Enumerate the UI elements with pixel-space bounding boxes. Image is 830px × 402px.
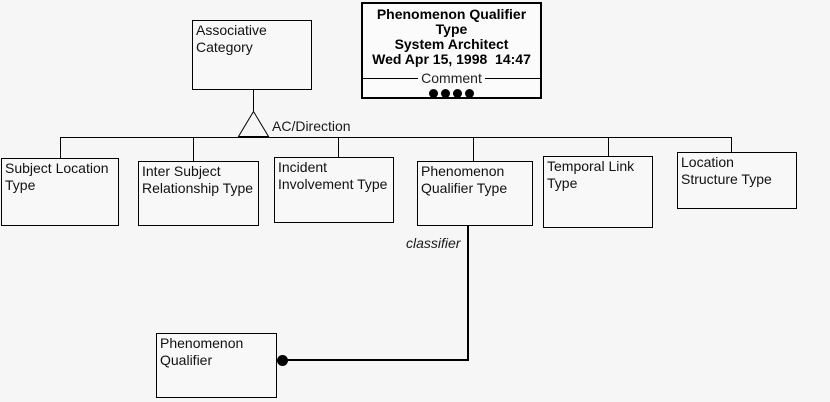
cardinality-dot-icon xyxy=(277,355,288,366)
entity-label: Subject Location Type xyxy=(5,160,109,193)
bullet-dot-icon xyxy=(453,89,462,98)
connector-stub-line xyxy=(60,137,61,158)
entity-box-phenomenon-qualifier-type[interactable]: Phenomenon Qualifier Type xyxy=(417,161,533,226)
bullet-dot-icon xyxy=(441,89,450,98)
entity-label: Phenomenon Qualifier Type xyxy=(421,163,508,196)
diagram-app-name: System Architect xyxy=(394,36,509,52)
associative-category-box[interactable]: Associative Category xyxy=(192,20,312,90)
bullet-dot-icon xyxy=(465,89,474,98)
bullet-dot-icon xyxy=(429,89,438,98)
classifier-connector-line xyxy=(283,359,468,361)
hierarchy-rail-line xyxy=(60,137,732,138)
connector-label-ac-direction: AC/Direction xyxy=(272,118,351,134)
diagram-title: Phenomenon Qualifier Type xyxy=(376,6,527,37)
entity-label: Inter Subject Relationship Type xyxy=(142,163,254,196)
connector-stub-line xyxy=(338,137,339,157)
connector-stub-line xyxy=(193,137,194,161)
comment-dots-icon xyxy=(363,89,540,98)
classifier-connector-line xyxy=(467,226,469,361)
entity-label: Phenomenon Qualifier xyxy=(160,335,244,368)
entity-label: Temporal Link Type xyxy=(547,158,635,191)
category-connector-line xyxy=(253,90,254,111)
associative-category-label: Associative Category xyxy=(196,22,267,55)
classifier-relationship-label: classifier xyxy=(406,235,461,251)
entity-box-location-structure-type[interactable]: Location Structure Type xyxy=(677,152,797,209)
entity-label: Incident Involvement Type xyxy=(278,159,388,192)
category-triangle-icon[interactable] xyxy=(237,110,270,138)
entity-box-incident-involvement-type[interactable]: Incident Involvement Type xyxy=(274,157,394,223)
connector-stub-line xyxy=(731,137,732,152)
separator-line xyxy=(363,77,419,79)
comment-label: Comment xyxy=(421,70,482,86)
separator-line xyxy=(484,77,540,79)
connector-stub-line xyxy=(473,137,474,161)
diagram-timestamp: Wed Apr 15, 1998 14:47 xyxy=(372,51,531,67)
diagram-info-box: Phenomenon Qualifier Type System Archite… xyxy=(361,2,542,99)
entity-label: Location Structure Type xyxy=(681,154,772,187)
connector-stub-line xyxy=(608,137,609,156)
entity-box-temporal-link-type[interactable]: Temporal Link Type xyxy=(543,156,653,228)
entity-box-inter-subject-relationship-type[interactable]: Inter Subject Relationship Type xyxy=(138,161,259,226)
entity-box-subject-location-type[interactable]: Subject Location Type xyxy=(1,158,119,226)
entity-box-phenomenon-qualifier[interactable]: Phenomenon Qualifier xyxy=(156,333,277,398)
comment-separator: Comment xyxy=(363,71,540,85)
